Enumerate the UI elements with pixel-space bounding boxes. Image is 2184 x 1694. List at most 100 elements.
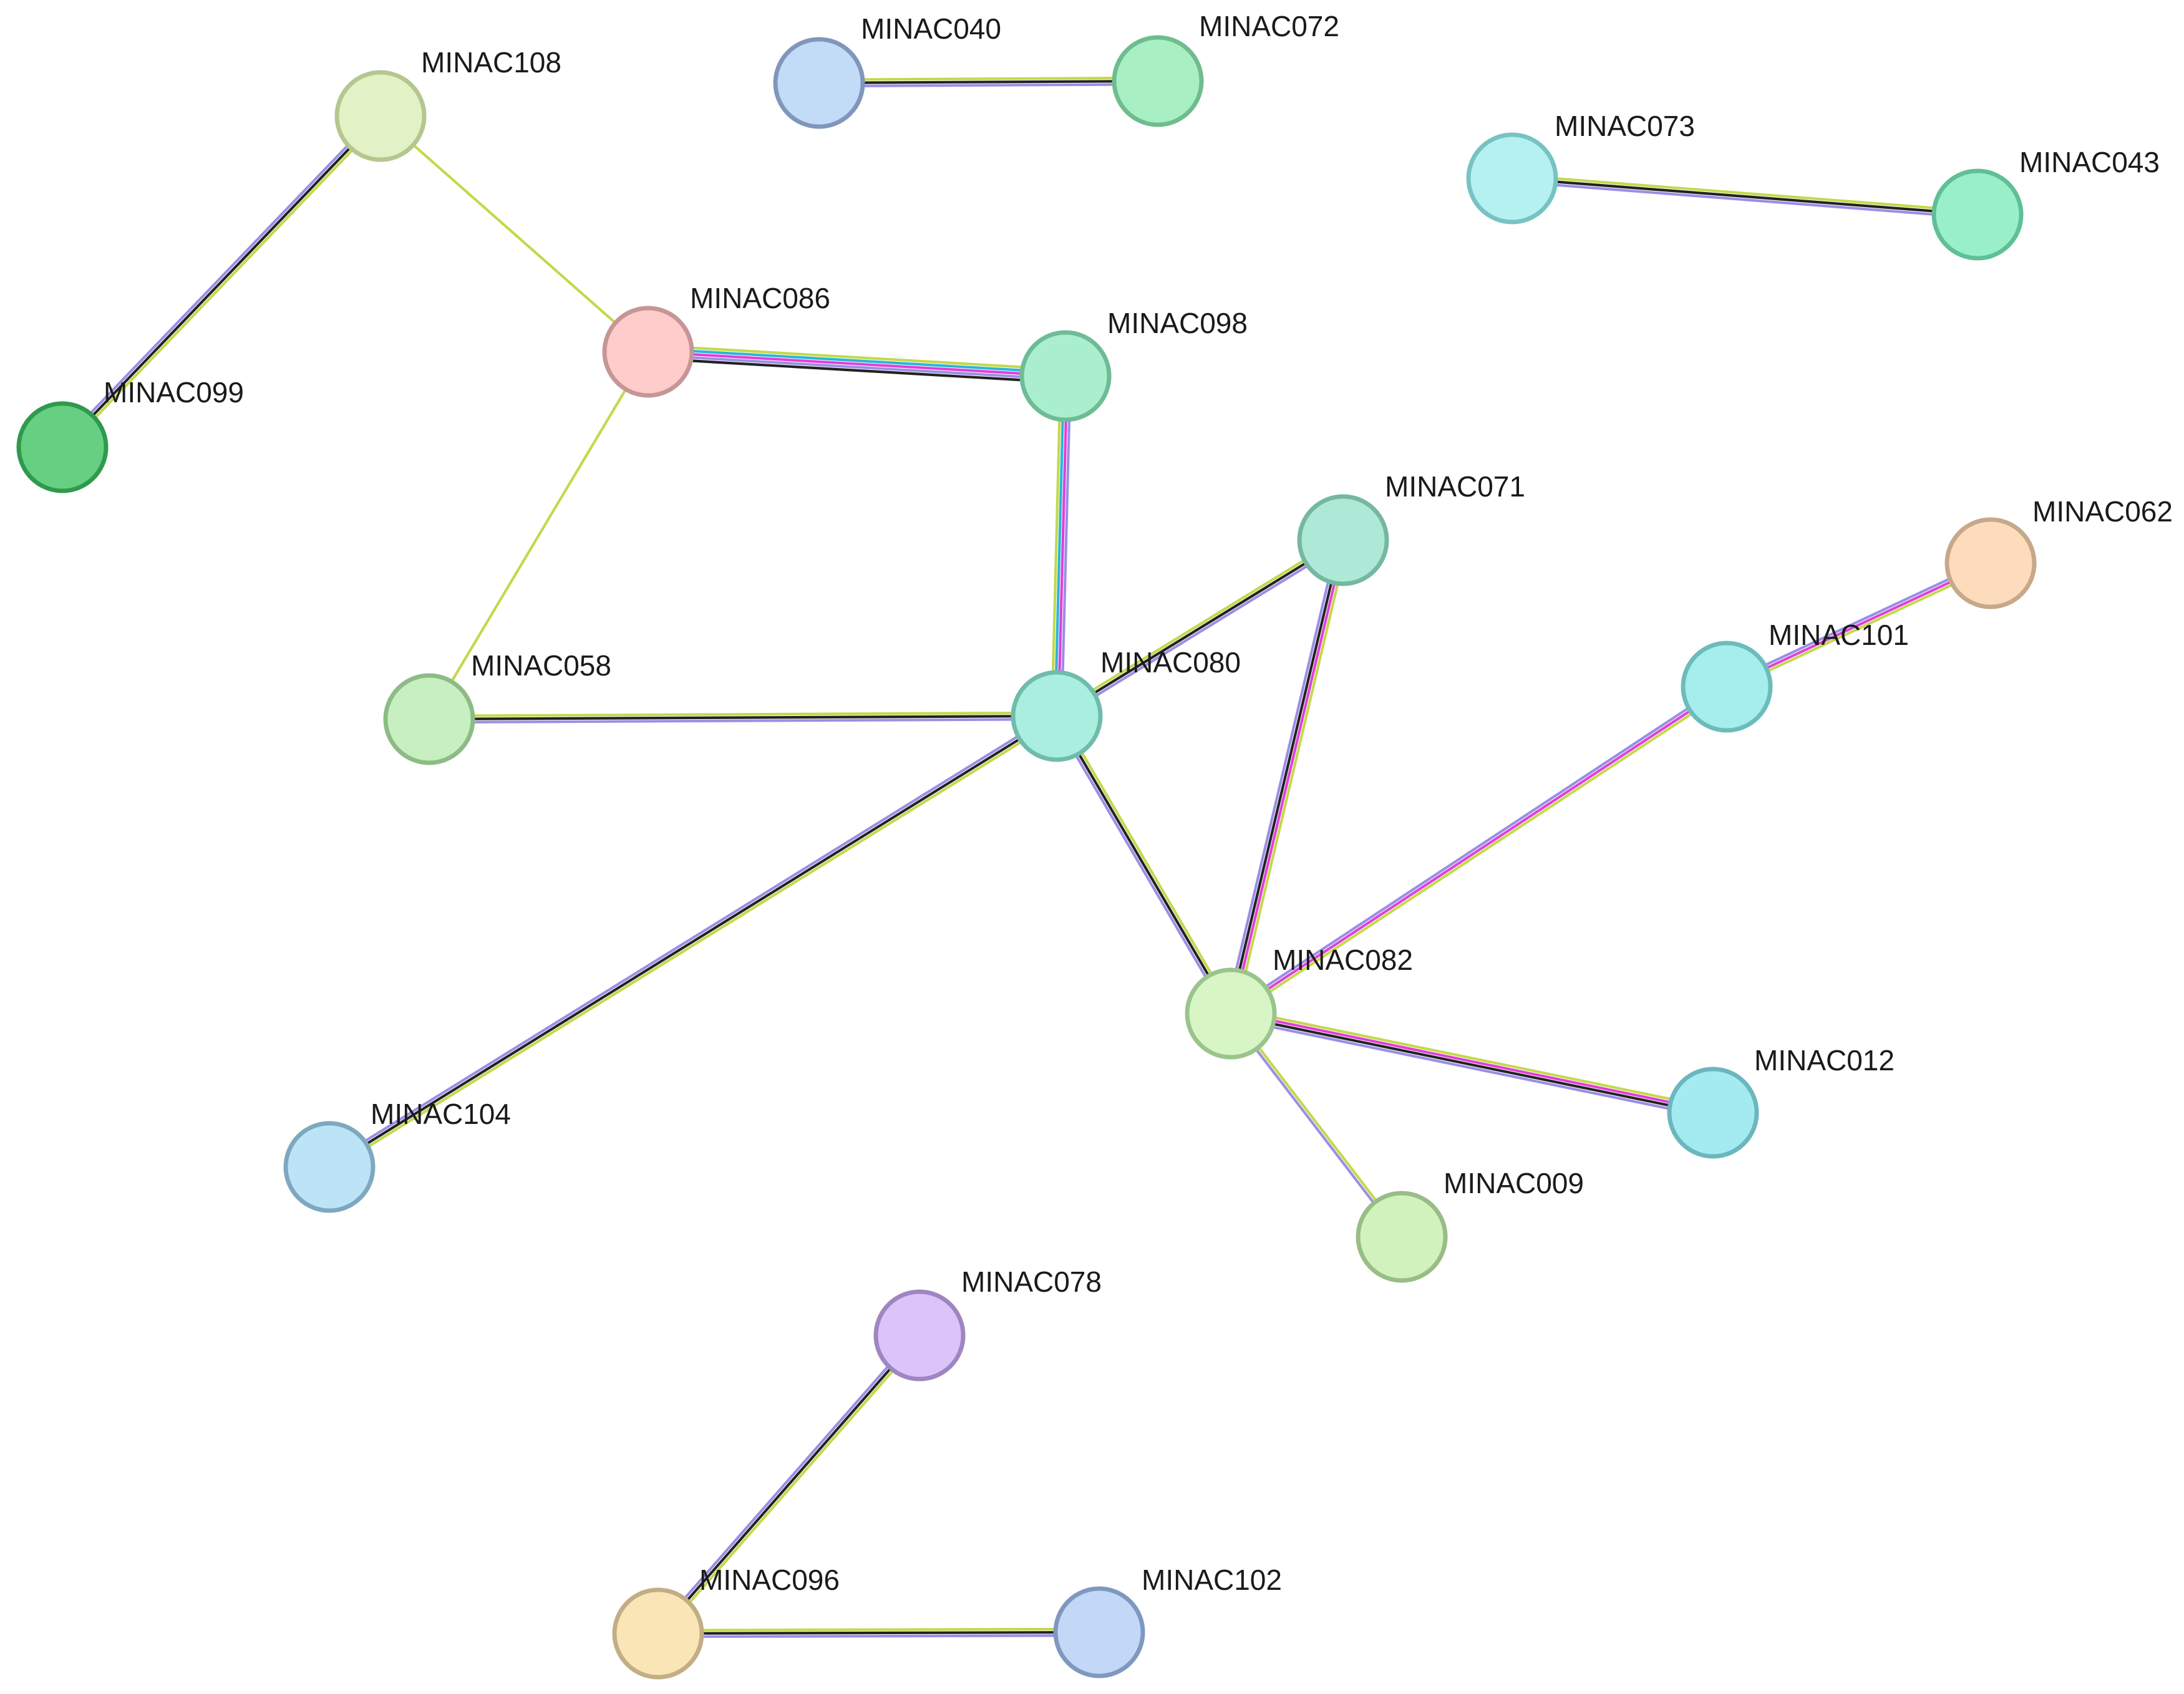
node-MINAC096[interactable]: MINAC096 [612,1564,840,1680]
node-MINAC108[interactable]: MINAC108 [334,46,561,162]
node-circle[interactable] [602,306,694,398]
edge-strand-b [1055,714,1233,1015]
node-circle[interactable] [1944,517,2037,609]
node-label: MINAC082 [1273,944,1413,976]
edges-layer [59,76,1994,1638]
node-circle[interactable] [283,1121,376,1213]
node-label: MINAC040 [861,12,1001,45]
edge-MINAC073-MINAC043 [1510,173,1979,220]
edge-strand-a [1511,173,1979,213]
node-circle[interactable] [1112,35,1204,127]
edge-strand-a [1231,688,1730,1018]
node-label: MINAC072 [1199,10,1339,42]
edge-MINAC086-MINAC098 [646,344,1067,384]
node-circle[interactable] [1019,330,1112,422]
node-circle[interactable] [383,673,475,765]
edge-MINAC086-MINAC058 [427,350,650,721]
edge-strand-d [1230,1010,1715,1113]
edge-strand-b [1229,1014,1714,1116]
edge-strand-c [1228,1013,1402,1239]
edge-strand-c [1724,559,1991,685]
node-MINAC099[interactable]: MINAC099 [16,376,244,493]
edge-strand-a [427,711,1059,717]
edge-strand-c [427,718,1059,724]
node-circle[interactable] [1011,670,1103,762]
node-circle[interactable] [873,1289,966,1382]
edge-MINAC080-MINAC082 [1052,713,1235,1017]
node-label: MINAC108 [421,46,561,79]
edge-strand-c [1510,180,1979,220]
node-circle[interactable] [1053,1586,1145,1678]
node-circle[interactable] [1681,641,1773,733]
node-circle[interactable] [334,70,427,162]
node-label: MINAC071 [1385,470,1525,503]
node-MINAC009[interactable]: MINAC009 [1356,1167,1584,1283]
node-circle[interactable] [1667,1067,1759,1159]
edge-strand-b [656,1630,1101,1635]
edge-strand-c [654,1332,919,1633]
edge-MINAC062-MINAC101 [1724,559,1994,691]
edge-MINAC080-MINAC104 [326,712,1060,1171]
edge-strand-b [646,357,1067,384]
edge-strand-b [817,79,1160,85]
node-MINAC078[interactable]: MINAC078 [873,1266,1102,1382]
node-MINAC040[interactable]: MINAC040 [773,12,1001,129]
node-MINAC043[interactable]: MINAC043 [1931,146,2160,261]
edge-MINAC058-MINAC080 [427,711,1059,724]
node-circle[interactable] [1466,132,1558,225]
node-MINAC062[interactable]: MINAC062 [1944,495,2173,609]
node-circle[interactable] [1185,967,1277,1060]
node-label: MINAC102 [1142,1564,1282,1596]
node-label: MINAC078 [961,1266,1102,1298]
edge-strand-c [1225,538,1340,1014]
node-circle[interactable] [612,1587,704,1680]
edge-strand-d [1231,539,1346,1015]
edge-strand-a [63,117,384,451]
node-circle[interactable] [1297,494,1389,586]
edge-strand-a [1230,1007,1716,1110]
node-circle[interactable] [1356,1191,1448,1283]
edge-strand-e [1054,374,1065,718]
edge-MINAC071-MINAC082 [1225,538,1349,1016]
edge-MINAC080-MINAC071 [1054,536,1346,720]
edge-MINAC040-MINAC072 [817,76,1160,88]
edge-strand-a [427,350,650,721]
node-MINAC086[interactable]: MINAC086 [602,282,830,398]
node-MINAC072[interactable]: MINAC072 [1112,10,1339,127]
node-MINAC012[interactable]: MINAC012 [1667,1044,1895,1159]
node-MINAC102[interactable]: MINAC102 [1053,1564,1282,1678]
edge-strand-d [1725,561,1992,689]
edge-MINAC082-MINAC012 [1228,1007,1716,1119]
edge-MINAC108-MINAC099 [59,112,384,451]
edge-MINAC108-MINAC086 [379,114,650,354]
edge-strand-a [379,114,650,354]
edge-MINAC096-MINAC102 [656,1627,1101,1638]
edge-strand-c [817,83,1160,88]
node-MINAC082[interactable]: MINAC082 [1185,944,1413,1060]
node-label: MINAC104 [371,1098,511,1130]
edge-strand-e [647,347,1067,374]
edge-strand-d [1057,374,1069,718]
node-circle[interactable] [16,401,109,493]
edge-strand-b [1228,538,1343,1015]
edge-strand-a [1727,564,1994,691]
edge-MINAC098-MINAC080 [1051,374,1072,718]
node-MINAC098[interactable]: MINAC098 [1019,307,1248,422]
node-MINAC058[interactable]: MINAC058 [383,649,611,765]
node-circle[interactable] [773,37,865,129]
node-MINAC101[interactable]: MINAC101 [1681,619,1909,733]
node-circle[interactable] [1931,168,2024,261]
node-label: MINAC096 [699,1564,840,1596]
node-label: MINAC101 [1769,619,1909,651]
node-MINAC071[interactable]: MINAC071 [1297,470,1525,586]
node-MINAC104[interactable]: MINAC104 [283,1098,511,1213]
node-label: MINAC086 [690,282,830,314]
edge-strand-c [59,112,380,447]
node-MINAC080[interactable]: MINAC080 [1011,646,1241,762]
node-label: MINAC009 [1444,1167,1584,1199]
edge-strand-d [1229,685,1729,1015]
edge-strand-c [1060,375,1072,718]
node-label: MINAC098 [1107,307,1248,339]
node-MINAC073[interactable]: MINAC073 [1466,110,1695,225]
